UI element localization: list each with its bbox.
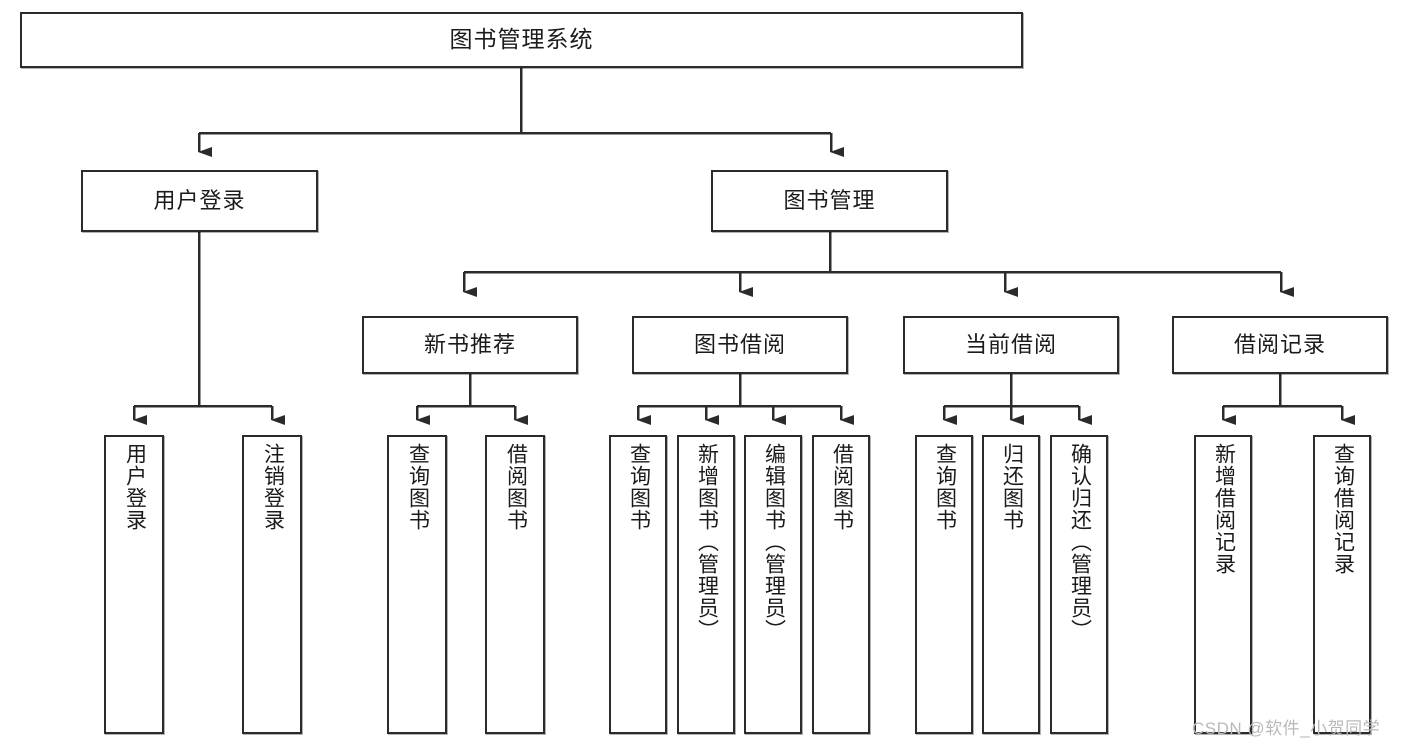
node-new-book-recommend[interactable]: 新书推荐 (362, 316, 578, 374)
node-leaf-logout[interactable]: 注销登录 (242, 435, 302, 734)
node-borrow-record-label: 借阅记录 (1233, 331, 1326, 357)
node-book-manage-label: 图书管理 (783, 187, 876, 213)
node-leaf-add-record[interactable]: 新增借阅记录 (1194, 435, 1252, 734)
node-root[interactable]: 图书管理系统 (20, 12, 1023, 68)
node-leaf-confirm-return-label: 确认归还（管理员） (1068, 443, 1092, 641)
node-leaf-query-record[interactable]: 查询借阅记录 (1313, 435, 1371, 734)
node-leaf-add-record-label: 新增借阅记录 (1212, 443, 1236, 575)
node-leaf-query-record-label: 查询借阅记录 (1331, 443, 1355, 575)
node-current-borrow[interactable]: 当前借阅 (903, 316, 1119, 374)
node-leaf-query-book-3-label: 查询图书 (933, 443, 957, 531)
node-leaf-borrow-book-2[interactable]: 借阅图书 (812, 435, 870, 734)
node-leaf-borrow-book-2-label: 借阅图书 (830, 443, 854, 531)
node-leaf-query-book-1[interactable]: 查询图书 (387, 435, 447, 734)
node-user-login-label: 用户登录 (153, 187, 246, 213)
node-leaf-query-book-2[interactable]: 查询图书 (609, 435, 667, 734)
watermark: CSDN @软件_小贺同学 (1192, 719, 1381, 738)
node-book-borrow-label: 图书借阅 (693, 331, 786, 357)
node-leaf-logout-label: 注销登录 (261, 443, 285, 531)
node-book-manage[interactable]: 图书管理 (711, 170, 948, 232)
node-current-borrow-label: 当前借阅 (964, 331, 1057, 357)
node-leaf-query-book-3[interactable]: 查询图书 (915, 435, 973, 734)
node-leaf-confirm-return[interactable]: 确认归还（管理员） (1050, 435, 1108, 734)
node-leaf-borrow-book-1[interactable]: 借阅图书 (485, 435, 545, 734)
node-user-login[interactable]: 用户登录 (81, 170, 318, 232)
node-borrow-record[interactable]: 借阅记录 (1172, 316, 1388, 374)
node-book-borrow[interactable]: 图书借阅 (632, 316, 848, 374)
node-leaf-edit-book[interactable]: 编辑图书（管理员） (744, 435, 802, 734)
node-leaf-user-login[interactable]: 用户登录 (104, 435, 164, 734)
node-leaf-edit-book-label: 编辑图书（管理员） (762, 443, 786, 641)
node-leaf-query-book-1-label: 查询图书 (406, 443, 430, 531)
node-leaf-query-book-2-label: 查询图书 (627, 443, 651, 531)
node-leaf-return-book[interactable]: 归还图书 (982, 435, 1040, 734)
node-new-book-recommend-label: 新书推荐 (423, 331, 516, 357)
node-leaf-user-login-label: 用户登录 (123, 443, 147, 531)
node-leaf-add-book-label: 新增图书（管理员） (695, 443, 719, 641)
node-leaf-borrow-book-1-label: 借阅图书 (504, 443, 528, 531)
node-root-label: 图书管理系统 (449, 26, 594, 53)
node-leaf-return-book-label: 归还图书 (1000, 443, 1024, 531)
node-leaf-add-book[interactable]: 新增图书（管理员） (677, 435, 735, 734)
